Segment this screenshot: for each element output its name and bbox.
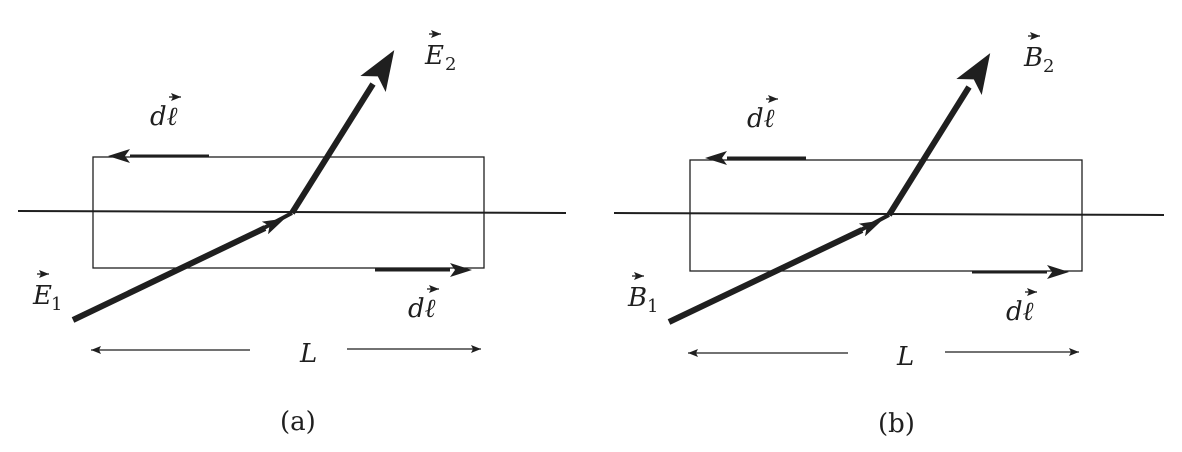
- dl-bottom-label: dℓ: [1006, 288, 1037, 327]
- field-in-subscript: 1: [647, 296, 658, 317]
- dl-bottom-text: dℓ: [408, 294, 436, 324]
- field-in-label: B 1: [627, 272, 658, 317]
- length-label: L: [299, 339, 317, 369]
- field-out-label: B 2: [1023, 32, 1054, 77]
- field-in-symbol: B: [627, 283, 647, 313]
- field-out-symbol: B: [1023, 43, 1043, 73]
- panel-caption: (a): [280, 407, 316, 437]
- length-label: L: [896, 342, 914, 372]
- dl-top-text: dℓ: [150, 102, 178, 132]
- field-in-subscript: 1: [51, 294, 62, 315]
- field-out-symbol: E: [424, 41, 444, 71]
- dl-top-text: dℓ: [747, 104, 775, 134]
- field-out-vector: [886, 53, 991, 217]
- field-out-label: E 2: [424, 30, 456, 75]
- panel-b: B 2 B 1 dℓ dℓ L (b): [613, 32, 1165, 439]
- panel-a: E 2 E 1 dℓ dℓ L (a): [17, 30, 567, 437]
- dl-bottom-label: dℓ: [408, 285, 439, 324]
- field-out-subscript: 2: [445, 54, 456, 75]
- dl-top-label: dℓ: [747, 95, 778, 134]
- integration-loop: [92, 156, 485, 269]
- field-in-vector: [71, 218, 285, 323]
- field-in-vector: [667, 220, 882, 325]
- field-out-subscript: 2: [1043, 56, 1054, 77]
- field-in-symbol: E: [32, 281, 52, 311]
- field-in-head-join: [856, 213, 890, 234]
- integration-loop: [689, 159, 1083, 272]
- field-in-label: E 1: [32, 270, 62, 315]
- dl-bottom-text: dℓ: [1006, 297, 1034, 327]
- dl-top-label: dℓ: [150, 93, 181, 132]
- panel-caption: (b): [878, 409, 915, 439]
- field-in-head-join: [259, 211, 293, 232]
- field-out-vector: [289, 50, 395, 215]
